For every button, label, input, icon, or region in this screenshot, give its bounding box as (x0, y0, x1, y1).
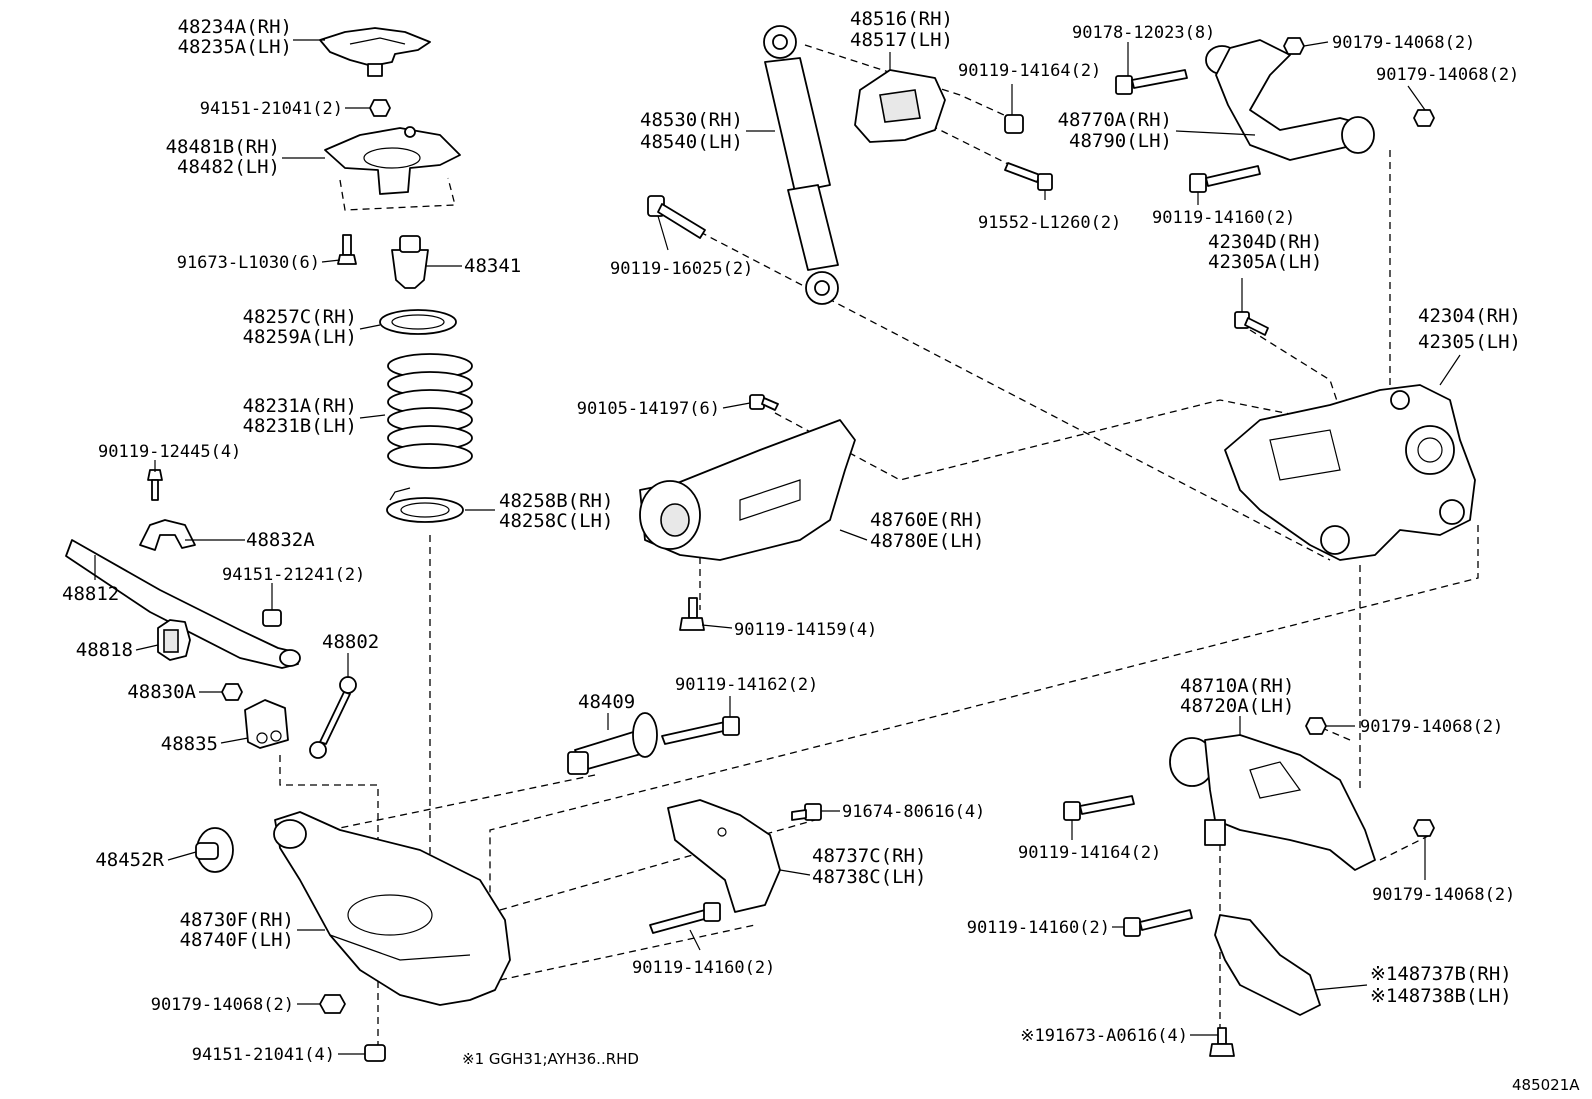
label-48760E: 48760E(RH)48780E(LH) (870, 509, 984, 552)
label-90179-14068-top-2: 90179-14068(2) (1376, 65, 1519, 85)
label-94151-21241: 94151-21241(2) (222, 565, 365, 585)
label-90119-14160-lower: 90119-14160(2) (967, 918, 1110, 938)
label-90119-14164-top: 90119-14164(2) (958, 61, 1101, 81)
bolt-90119-14164-lower (1063, 795, 1135, 821)
label-48530: 48530(RH)48540(LH) (640, 109, 743, 153)
nut-90179-14068-right-2 (1413, 819, 1435, 837)
nut-94151-21041-bottom (364, 1044, 386, 1062)
nut-48830A (221, 683, 243, 701)
label-94151-21041-top: 94151-21041(2) (200, 99, 343, 119)
bracket-48516 (854, 69, 946, 143)
label-48257C: 48257C(RH)48259A(LH) (243, 306, 357, 348)
leader-lines (94, 39, 1461, 1055)
label-48737B: ※148737B(RH)※148738B(LH) (1370, 963, 1512, 1007)
bracket-48835 (244, 699, 289, 749)
label-48835: 48835 (161, 733, 218, 755)
nut-90179-14068-right-1 (1305, 717, 1327, 735)
bolt-90119-14159 (679, 597, 705, 631)
label-48802: 48802 (322, 631, 379, 653)
bushing-48452R (195, 827, 234, 873)
bolt-90119-14162 (661, 716, 740, 745)
label-48812: 48812 (62, 583, 119, 605)
label-90119-14160-mid: 90119-14160(2) (632, 958, 775, 978)
label-48231A: 48231A(RH)48231B(LH) (243, 395, 357, 437)
label-90105-14197: 90105-14197(6) (577, 399, 720, 419)
knuckle-42304 (1224, 384, 1476, 561)
label-48830A: 48830A (127, 681, 196, 703)
upper-spring-seat-plate (319, 27, 431, 77)
label-48770A: 48770A(RH)48790(LH) (1058, 109, 1172, 152)
label-91673-A0616: ※191673-A0616(4) (1020, 1026, 1188, 1046)
bolt-91674-80616 (791, 803, 822, 821)
bolt-90119-12445 (147, 469, 163, 501)
lower-control-arm-48710A (1169, 734, 1376, 871)
label-90178-12023: 90178-12023(8) (1072, 23, 1215, 43)
label-90179-14068-top-1: 90179-14068(2) (1332, 33, 1475, 53)
bump-stopper-48341 (391, 235, 429, 289)
nut-94151-21041-top (369, 99, 391, 117)
bolt-90119-14160-mid (649, 902, 721, 934)
label-91673-L1030: 91673-L1030(6) (177, 253, 320, 273)
nut-94151-21241 (262, 609, 282, 627)
label-94151-21041-bottom: 94151-21041(4) (192, 1045, 335, 1065)
label-90119-14164-lower: 90119-14164(2) (1018, 843, 1161, 863)
label-90179-14068-right-2: 90179-14068(2) (1372, 885, 1515, 905)
nut-90119-14164-top (1004, 114, 1024, 134)
label-42304D: 42304D(RH)42305A(LH) (1208, 231, 1322, 273)
rear-lower-arm-48730F (273, 811, 511, 1006)
spring-upper-support (324, 126, 461, 195)
label-48341: 48341 (464, 255, 521, 277)
cam-bolt-48409 (567, 712, 658, 775)
bushing-48818 (157, 619, 191, 661)
bolt-90178-12023 (1115, 69, 1188, 95)
label-90119-14160-top: 90119-14160(2) (1152, 208, 1295, 228)
label-48737C: 48737C(RH)48738C(LH) (812, 845, 926, 888)
label-90119-12445: 90119-12445(4) (98, 442, 241, 462)
label-48710A: 48710A(RH)48720A(LH) (1180, 675, 1294, 717)
label-48409: 48409 (578, 691, 635, 713)
nut-90179-14068-top-1 (1283, 37, 1305, 55)
footnote-text: ※1 GGH31;AYH36..RHD (462, 1050, 639, 1068)
link-48802 (309, 676, 357, 759)
label-91674-80616: 91674-80616(4) (842, 802, 985, 822)
label-90179-14068-right-1: 90179-14068(2) (1360, 717, 1503, 737)
label-48258B: 48258B(RH)48258C(LH) (499, 490, 613, 532)
label-48516: 48516(RH)48517(LH) (850, 8, 953, 51)
bolt-91552-L1260 (1004, 162, 1053, 191)
bolt-90119-14160-top (1189, 165, 1261, 193)
bracket-48832A (139, 519, 196, 551)
label-48730F: 48730F(RH)48740F(LH) (180, 909, 294, 951)
shock-absorber (763, 25, 839, 305)
upper-control-arm-48770A (1205, 39, 1375, 161)
label-48832A: 48832A (246, 529, 315, 551)
label-90179-14068-lower: 90179-14068(2) (151, 995, 294, 1015)
upper-arm-48760E (639, 419, 856, 561)
part-labels: 48234A(RH)48235A(LH) 94151-21041(2) 4848… (62, 8, 1580, 1094)
cover-48737C (667, 799, 781, 913)
label-48818: 48818 (76, 639, 133, 661)
spring-upper-insulator (379, 309, 457, 335)
label-42304: 42304(RH)42305(LH) (1418, 305, 1521, 353)
label-91552-L1260: 91552-L1260(2) (978, 213, 1121, 233)
bolt-91673-L1030 (337, 234, 357, 265)
label-90119-14159: 90119-14159(4) (734, 620, 877, 640)
diagram-id: 485021A (1512, 1076, 1580, 1094)
spring-lower-insulator (386, 487, 464, 523)
coil-spring (387, 353, 473, 469)
stabilizer-bar (65, 539, 301, 669)
label-48452R: 48452R (95, 849, 164, 871)
bolt-91673-A0616 (1209, 1027, 1235, 1057)
label-48481B: 48481B(RH)48482(LH) (166, 136, 280, 178)
label-48234A: 48234A(RH)48235A(LH) (178, 16, 292, 58)
bolt-90119-16025 (647, 195, 706, 239)
nut-90179-14068-lower (319, 994, 346, 1014)
label-90119-14162: 90119-14162(2) (675, 675, 818, 695)
bolt-90105-14197 (749, 394, 779, 411)
nut-90179-14068-top-2 (1413, 109, 1435, 127)
label-90119-16025: 90119-16025(2) (610, 259, 753, 279)
cover-48737B (1214, 914, 1321, 1016)
bolt-90119-14160-lower (1123, 909, 1193, 937)
